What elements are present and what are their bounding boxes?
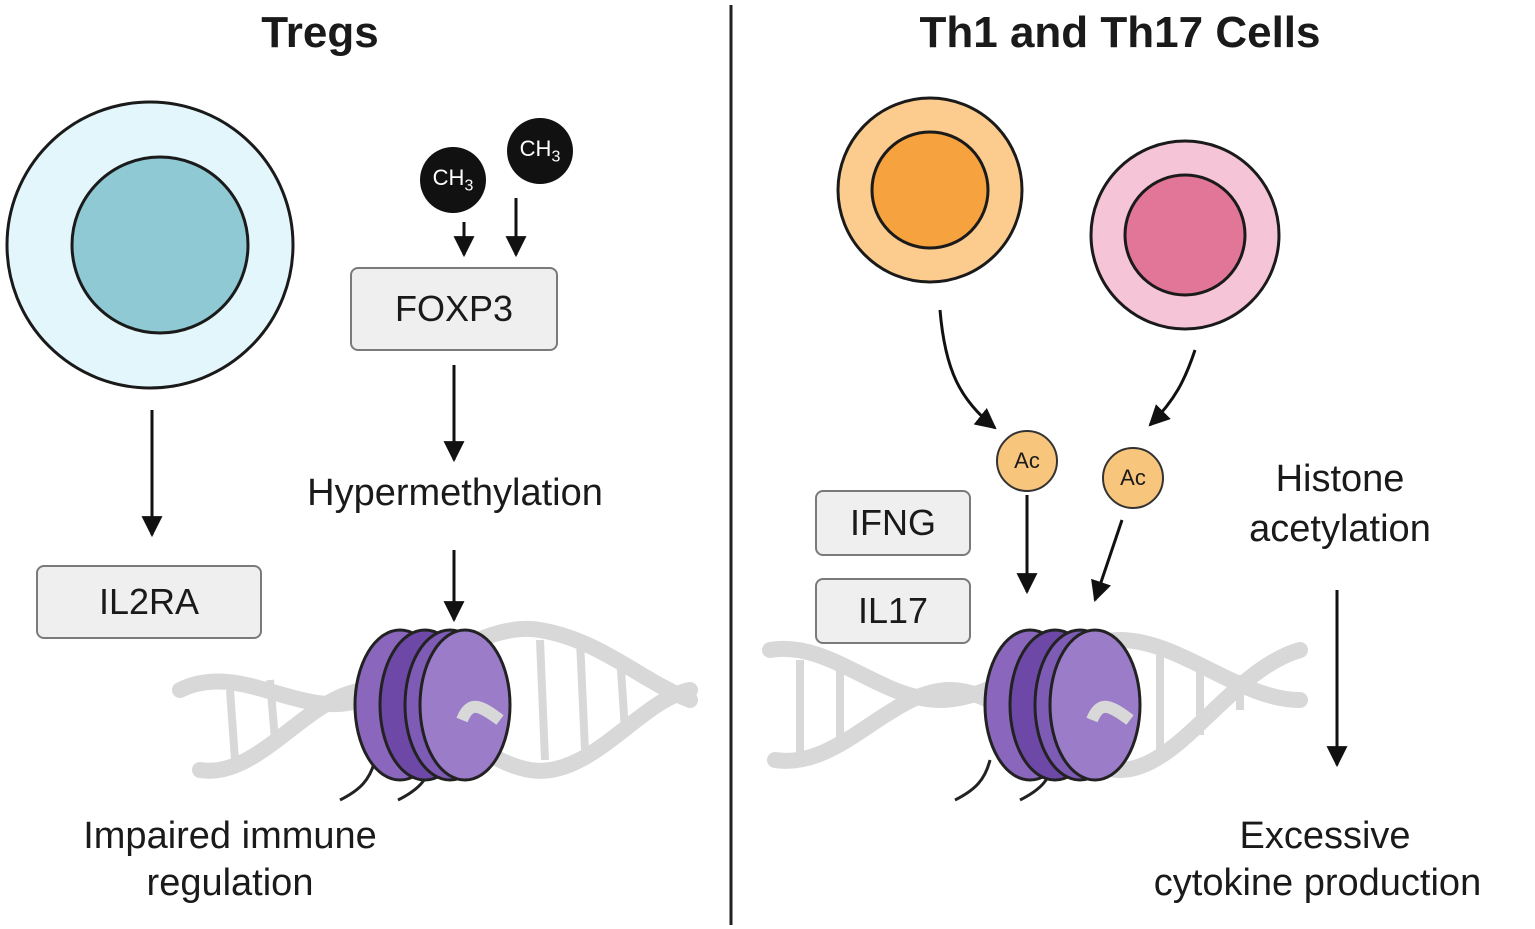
ac-badge-2: Ac — [1102, 447, 1164, 509]
arrow-th1-to-ac — [938, 309, 997, 430]
foxp3-box: FOXP3 — [350, 267, 558, 351]
ac-label-1: Ac — [1014, 448, 1040, 473]
right-outcome-line1: Excessive — [1239, 815, 1411, 857]
ch3-badge-2: CH3 — [507, 118, 573, 184]
ch3-label-1: CH3 — [432, 164, 474, 195]
arrow-ac2-to-nucleosome — [1091, 519, 1124, 602]
foxp3-label: FOXP3 — [394, 288, 514, 329]
right-panel-title: Th1 and Th17 Cells — [919, 8, 1321, 57]
histone-acetylation-line2: acetylation — [1249, 508, 1431, 550]
left-outcome-line1: Impaired immune — [83, 815, 377, 857]
histone-acetylation-line1: Histone — [1275, 458, 1405, 500]
th1-cell — [836, 96, 1024, 284]
treg-cell — [5, 100, 295, 390]
il17-box: IL17 — [815, 578, 971, 644]
ch3-badge-1: CH3 — [420, 147, 486, 213]
left-outcome-line2: regulation — [146, 862, 314, 904]
th17-cell — [1089, 139, 1281, 331]
il2ra-label: IL2RA — [98, 581, 200, 622]
ifng-box: IFNG — [815, 490, 971, 556]
ac-badge-1: Ac — [996, 430, 1058, 492]
arrow-th17-to-ac — [1148, 349, 1197, 427]
ifng-label: IFNG — [850, 502, 936, 543]
left-panel-title: Tregs — [261, 8, 379, 57]
hypermethylation-label: Hypermethylation — [307, 472, 603, 514]
il2ra-box: IL2RA — [36, 565, 262, 639]
ch3-label-2: CH3 — [519, 135, 561, 166]
left-nucleosome — [339, 628, 512, 802]
right-outcome-line2: cytokine production — [1153, 862, 1482, 904]
ac-label-2: Ac — [1120, 465, 1146, 490]
right-nucleosome — [954, 628, 1142, 802]
il17-label: IL17 — [857, 590, 929, 631]
